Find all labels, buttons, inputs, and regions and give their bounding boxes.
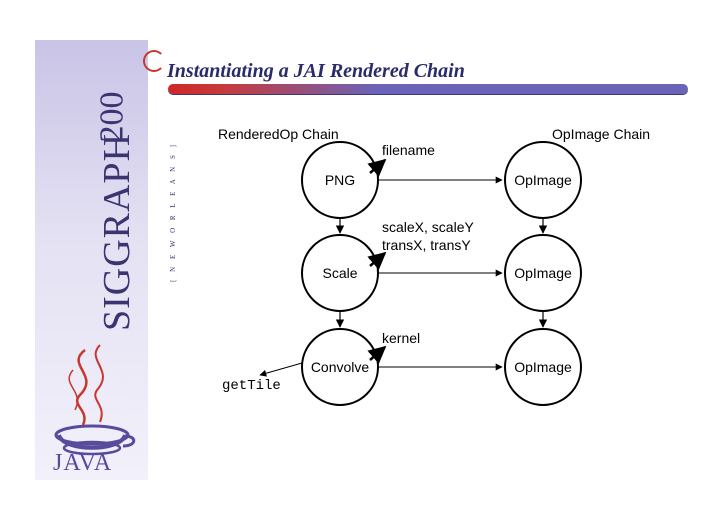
opimage-node-1	[504, 141, 582, 219]
opimage-node-2-label: OpImage	[514, 265, 572, 281]
kernel-param-arrow	[367, 345, 387, 364]
siggraph-year: 200	[93, 91, 131, 143]
convolve-node	[301, 328, 379, 406]
opimage-node-2	[504, 234, 582, 312]
filename-param-label: filename	[382, 142, 435, 158]
siggraph-location: [ N E W O R L E A N S ]	[168, 142, 177, 282]
opimage-chain-header: OpImage Chain	[552, 126, 650, 142]
slide-title: Instantiating a JAI Rendered Chain	[167, 60, 465, 82]
siggraph-wordmark: SIGGRAPH	[96, 132, 139, 332]
siggraph-swirl-icon	[143, 50, 165, 72]
opimage-node-3-label: OpImage	[514, 359, 572, 375]
kernel-param-label: kernel	[382, 330, 420, 346]
scale-param-arrow	[367, 251, 387, 270]
scale-node-label: Scale	[322, 265, 357, 281]
filename-param-arrow	[367, 158, 387, 177]
png-node	[301, 141, 379, 219]
gettile-label: getTile	[222, 378, 281, 394]
title-underline-bar	[168, 84, 688, 94]
siggraph-logo: SIGGRAPH 200 [ N E W O R L E A N S ]	[73, 40, 177, 331]
scale-param-label-2: transX, transY	[382, 237, 471, 253]
chain-diagram: RenderedOp Chain OpImage Chain PNG Scale…	[218, 126, 650, 406]
scale-node	[301, 234, 379, 312]
sidebar-branding: SIGGRAPH 200 [ N E W O R L E A N S ] JAV…	[35, 40, 177, 480]
java-wordmark: JAVA	[53, 450, 113, 476]
scale-param-label-1: scaleX, scaleY	[382, 219, 474, 235]
png-node-label: PNG	[325, 172, 355, 188]
opimage-node-3	[504, 328, 582, 406]
convolve-node-label: Convolve	[311, 359, 370, 375]
rendered-op-chain-header: RenderedOp Chain	[218, 126, 339, 142]
gettile-arrow	[259, 362, 303, 377]
opimage-node-1-label: OpImage	[514, 172, 572, 188]
java-coffee-cup-icon	[54, 344, 136, 456]
